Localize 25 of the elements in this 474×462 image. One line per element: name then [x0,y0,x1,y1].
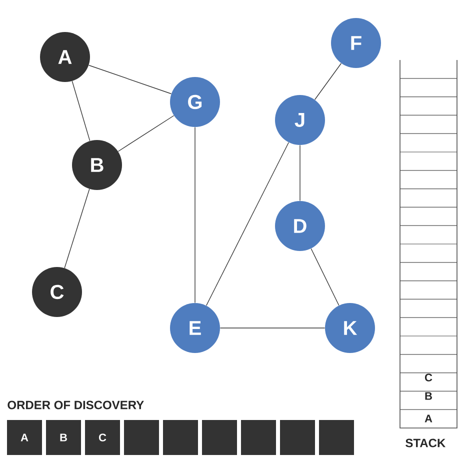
edge-line [64,188,90,268]
edge-line [194,126,196,304]
graph-node: B [72,140,122,190]
order-cell: A [7,420,42,455]
edge-line [314,63,342,100]
graph-node: E [170,303,220,353]
edge-line [118,115,174,152]
graph-node: J [275,95,325,145]
graph-node: D [275,201,325,251]
order-cell: C [85,420,120,455]
edge-line [72,80,90,142]
heading: STACK [406,438,446,448]
graph-node: G [170,77,220,127]
stack-cell: C [424,374,432,382]
graph-node: K [325,303,375,353]
heading: ORDER OF DISCOVERY [8,400,144,410]
edge-line [206,142,289,306]
edge-line [88,64,172,94]
stack-cell: B [425,392,432,400]
stack-cell: A [424,414,432,422]
order-cell: B [46,420,81,455]
graph-node: C [32,267,82,317]
graph-node: A [40,32,90,82]
graph-node: F [331,18,381,68]
edge-line [310,248,340,306]
